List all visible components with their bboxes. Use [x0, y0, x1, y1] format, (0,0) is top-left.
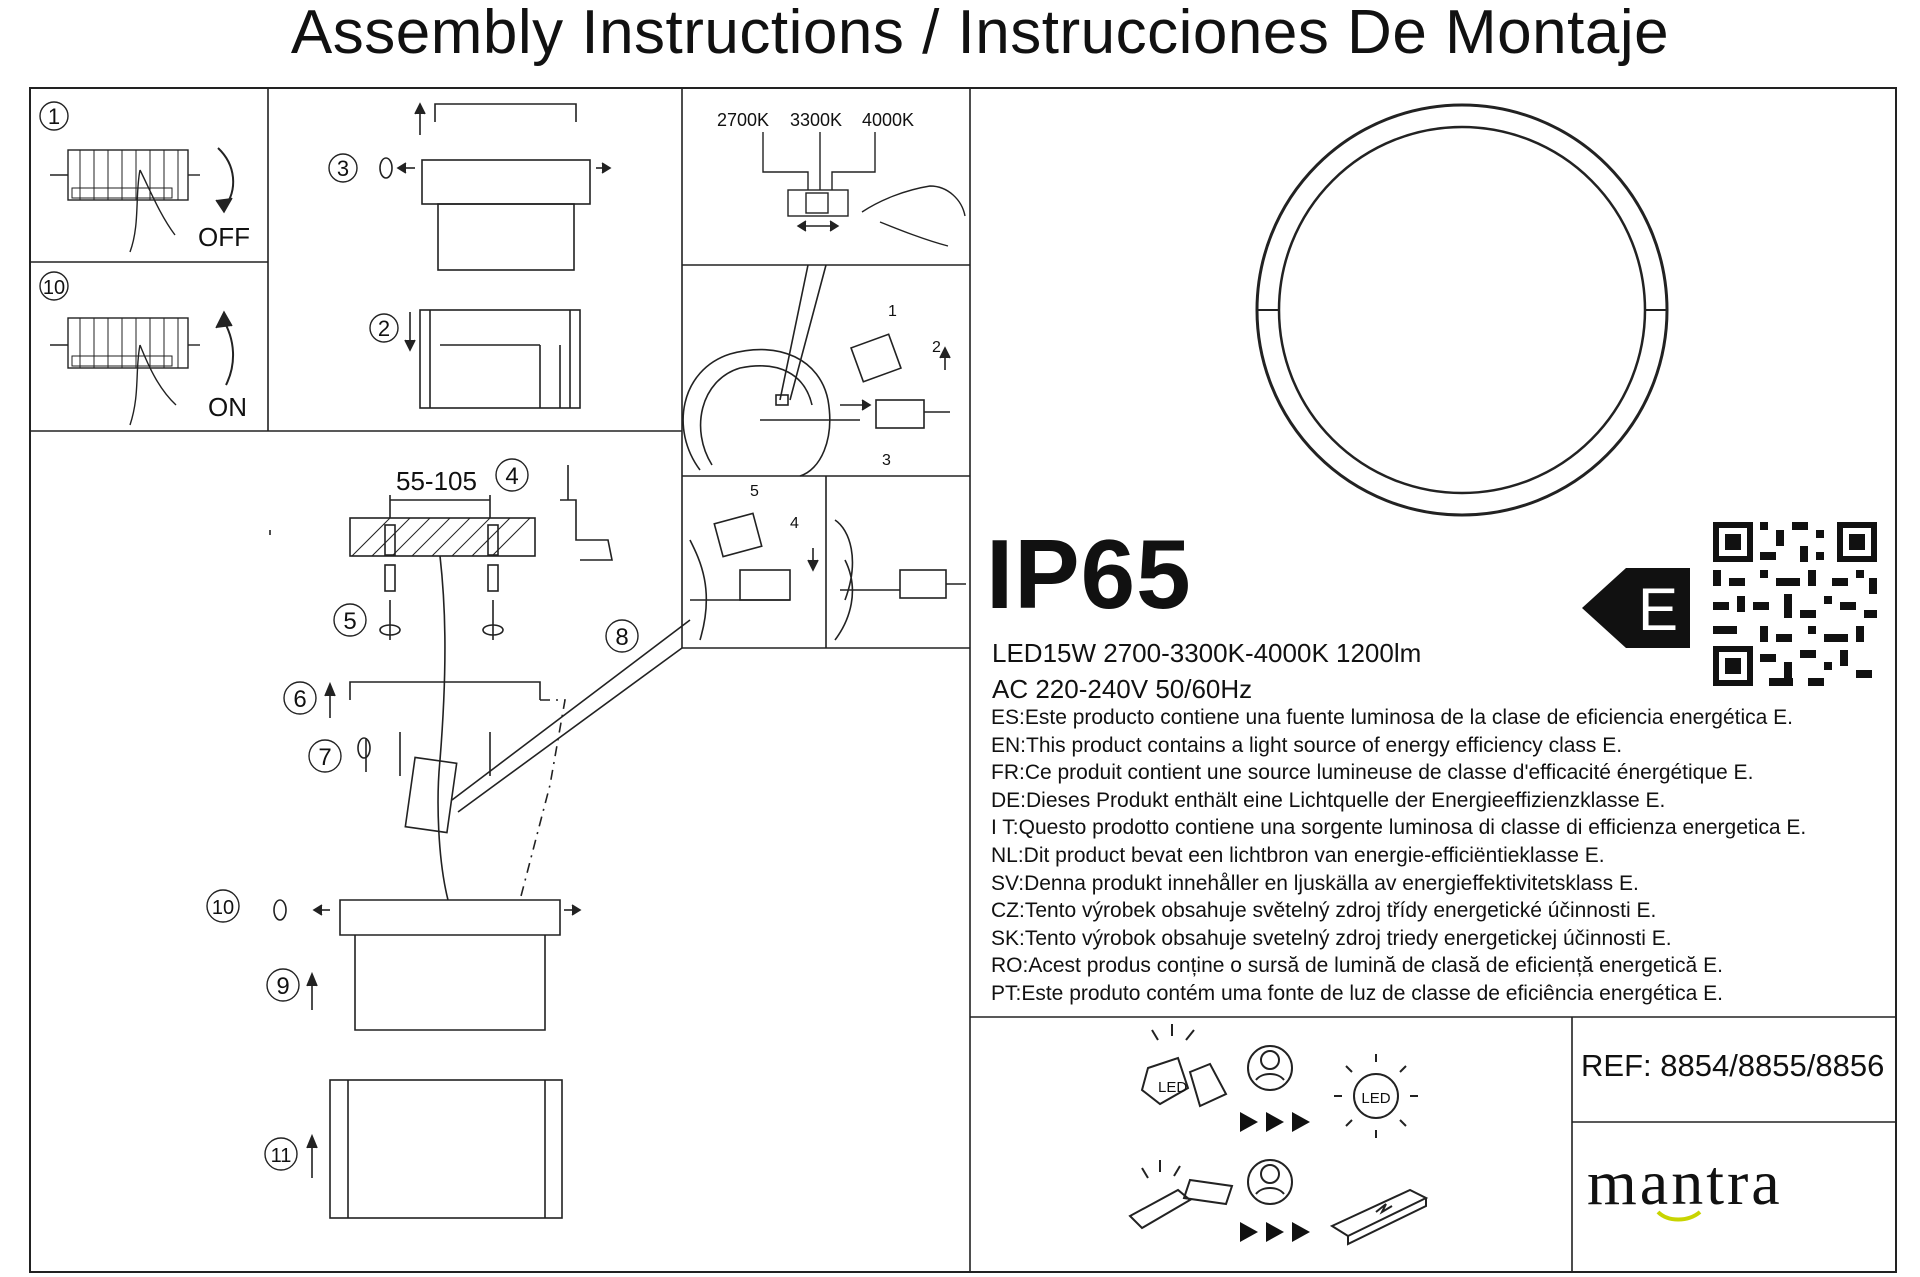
off-label: OFF — [198, 222, 250, 252]
qr-code-icon — [1713, 522, 1877, 686]
connector-detail-illustration — [682, 264, 951, 477]
energy-statement-en: EN:This product contains a light source … — [991, 733, 1623, 757]
connector-closeup-illustration — [689, 512, 966, 641]
on-label: ON — [208, 392, 247, 422]
callout-2: 2 — [932, 339, 941, 356]
energy-class-letter: E — [1638, 576, 1678, 643]
energy-statement-nl: NL:Dit product bevat een lichtbron van e… — [991, 843, 1605, 867]
led-replace-icon — [1334, 1054, 1418, 1138]
instruction-sheet-frame — [29, 87, 1897, 1273]
callout-4: 4 — [790, 515, 799, 532]
cct-selector-illustration — [762, 132, 966, 247]
broken-led-warning-icon — [1140, 1024, 1228, 1108]
broken-led-icon-label: LED — [1158, 1079, 1187, 1096]
drill-range-label: 55-105 — [396, 466, 477, 496]
step-7-number: 7 — [318, 744, 331, 771]
page-title: Assembly Instructions / Instrucciones De… — [290, 0, 1670, 67]
breaker-on-illustration — [50, 310, 235, 426]
energy-statement-es: ES:Este producto contiene una fuente lum… — [991, 706, 1794, 729]
electrician-icon — [1247, 1045, 1293, 1091]
step-5-number: 5 — [343, 608, 356, 635]
energy-statement-pt: PT:Este produto contém uma fonte de luz … — [991, 981, 1723, 1005]
product-ring-illustration — [1255, 103, 1669, 517]
step-10-number: 10 — [43, 277, 65, 299]
step-8-number: 8 — [615, 624, 628, 651]
energy-statement-sk: SK:Tento výrobok obsahuje svetelný zdroj… — [991, 926, 1672, 950]
step-9-number: 9 — [276, 973, 289, 1000]
step-6-number: 6 — [293, 686, 306, 713]
callout-3: 3 — [882, 452, 891, 469]
driver-replace-icon — [1329, 1188, 1429, 1246]
step-11-number: 11 — [271, 1145, 292, 1167]
arrow-sequence-icon — [1240, 1112, 1310, 1132]
energy-statement-sv: SV:Denna produkt innehåller en ljuskälla… — [991, 871, 1639, 895]
ceiling-mounting-illustration — [269, 465, 691, 1219]
callout-1: 1 — [888, 303, 897, 320]
energy-statement-fr: FR:Ce produit contient une source lumine… — [991, 761, 1754, 785]
step-4-number: 4 — [505, 463, 518, 490]
callout-5: 5 — [750, 483, 759, 500]
energy-statement-ro: RO:Acest produs conține o sursă de lumin… — [991, 954, 1723, 978]
energy-class-arrow — [1582, 568, 1690, 648]
step-2-number: 2 — [378, 316, 390, 341]
breaker-off-illustration — [50, 147, 235, 253]
spec-voltage: AC 220-240V 50/60Hz — [992, 674, 1253, 704]
arrow-sequence-icon-2 — [1240, 1222, 1310, 1242]
step-3-number: 3 — [337, 156, 349, 181]
cct-label-2700k: 2700K — [717, 110, 769, 130]
broken-driver-warning-icon — [1128, 1160, 1234, 1230]
led-replace-icon-label: LED — [1361, 1090, 1390, 1107]
ip-rating: IP65 — [986, 519, 1192, 629]
spec-power: LED15W 2700-3300K-4000K 1200lm — [992, 638, 1422, 668]
product-reference: REF: 8854/8855/8856 — [1581, 1048, 1885, 1083]
cct-label-3300k: 3300K — [790, 110, 842, 130]
energy-statement-list: ES:Este producto contiene una fuente lum… — [991, 704, 1806, 1008]
cct-label-4000k: 4000K — [862, 110, 914, 130]
energy-statement-de: DE:Dieses Produkt enthält eine Lichtquel… — [991, 788, 1666, 812]
brand-accent-swoosh — [1656, 1210, 1702, 1222]
energy-statement-cz: CZ:Tento výrobek obsahuje světelný zdroj… — [991, 899, 1657, 923]
diffuser-removal-illustration — [379, 102, 612, 409]
step-10b-number: 10 — [212, 897, 234, 919]
electrician-icon-2 — [1247, 1159, 1293, 1205]
brand-logo: mantra — [1587, 1147, 1783, 1218]
energy-statement-it: I T:Questo prodotto contiene una sorgent… — [991, 816, 1807, 840]
step-1-number: 1 — [48, 104, 60, 129]
